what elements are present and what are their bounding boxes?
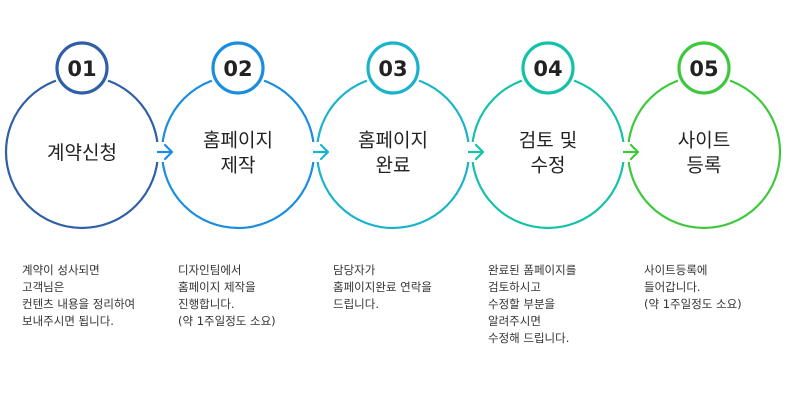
step-title: 계약신청 <box>47 142 117 164</box>
step-description: 완료된 폼페이지를 검토하시고 수정할 부분을 알려주시면 수정해 드립니다. <box>488 263 577 345</box>
step-description: 담당자가 홈페이지완료 연락을 드립니다. <box>333 263 432 311</box>
step-circle <box>626 74 782 230</box>
chevron-right-icon <box>466 142 488 162</box>
step-circle <box>470 74 626 230</box>
step-number-badge: 04 <box>519 39 577 97</box>
step-number: 04 <box>533 57 562 81</box>
chevron-right-icon <box>155 142 177 162</box>
step-number: 03 <box>378 57 407 81</box>
step-1: 계약신청 <box>4 74 160 230</box>
step-description: 계약이 성사되면 고객님은 컨텐츠 내용을 정리하여 보내주시면 됩니다. <box>22 263 136 328</box>
step-circle <box>315 74 471 230</box>
step-description: 디자인팀에서 홈페이지 제작을 진행합니다. (약 1주일정도 소요) <box>178 263 276 328</box>
step-description: 사이트등록에 들어갑니다. (약 1주일정도 소요) <box>644 263 742 311</box>
step-number: 05 <box>689 57 718 81</box>
step-number-badge: 03 <box>364 39 422 97</box>
chevron-right-icon <box>621 142 643 162</box>
chevron-right-icon <box>311 142 333 162</box>
step-number-badge: 05 <box>675 39 733 97</box>
step-number: 01 <box>67 57 96 81</box>
step-number-badge: 02 <box>209 39 267 97</box>
step-circle <box>160 74 316 230</box>
step-number: 02 <box>223 57 252 81</box>
step-number-badge: 01 <box>53 39 111 97</box>
